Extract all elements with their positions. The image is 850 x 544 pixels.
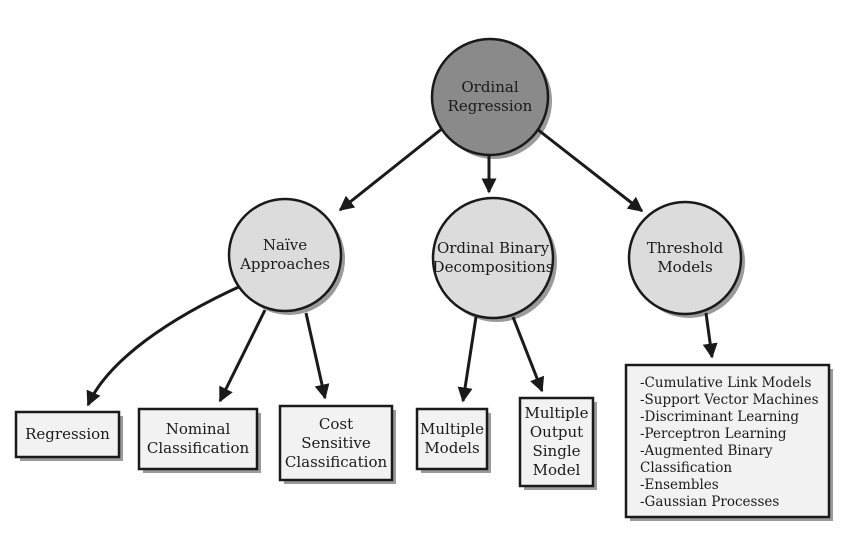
threshold-list-item: -Support Vector Machines <box>640 392 819 408</box>
threshold-list-box <box>624 363 831 519</box>
threshold-list-item: Classification <box>640 460 733 476</box>
edge-binary-multiple-output <box>511 316 545 393</box>
cost-box <box>278 404 394 482</box>
edges <box>86 126 718 407</box>
nodes <box>14 37 831 519</box>
nominal-label: Nominal Classification <box>146 420 250 457</box>
threshold-list-item: -Discriminant Learning <box>640 409 800 425</box>
edge-root-naive <box>338 126 444 212</box>
threshold-label: Threshold Models <box>646 239 724 276</box>
threshold-list-item: -Perceptron Learning <box>640 426 787 442</box>
threshold-list-item: -Cumulative Link Models <box>640 375 812 391</box>
threshold-node <box>627 200 743 316</box>
threshold-list-item: -Gaussian Processes <box>640 494 780 510</box>
regression-box <box>14 410 121 459</box>
edge-naive-nominal <box>218 309 267 403</box>
edge-naive-regression <box>86 283 244 407</box>
root-label: Ordinal Regression <box>447 78 533 115</box>
edge-threshold-list <box>702 312 718 359</box>
edge-binary-multiple-models <box>457 316 478 403</box>
binary-label: Ordinal Binary Decompositions <box>432 239 554 276</box>
edge-naive-cost <box>304 312 330 400</box>
multiple-output-box <box>518 396 595 488</box>
naive-node <box>227 197 343 313</box>
threshold-list-item: -Ensembles <box>640 477 719 493</box>
multiple-models-box <box>415 407 489 471</box>
threshold-model-list: -Cumulative Link Models -Support Vector … <box>640 375 825 511</box>
multiple-output-label: Multiple Output Single Model <box>524 404 589 479</box>
cost-label: Cost Sensitive Classification <box>284 415 388 471</box>
regression-label: Regression <box>25 425 110 443</box>
naive-label: Naïve Approaches <box>240 236 330 273</box>
multiple-models-label: Multiple Models <box>420 420 484 457</box>
root-node <box>430 37 550 157</box>
binary-node <box>431 196 555 320</box>
threshold-list-item: -Augmented Binary <box>640 443 773 459</box>
nominal-box <box>137 407 259 471</box>
edge-root-threshold <box>536 127 644 213</box>
